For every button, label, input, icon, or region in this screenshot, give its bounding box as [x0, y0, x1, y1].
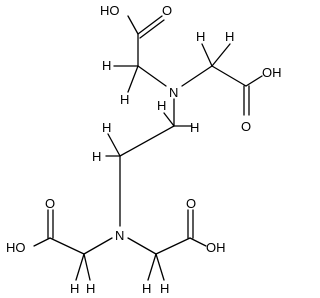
structure-canvas: HO O H H N H H OH O H H H H N HO O H H O… [6, 3, 282, 296]
bond-ch2-h [163, 112, 175, 127]
bond-ch2-h [201, 43, 213, 67]
atom-label-o: O [186, 196, 196, 211]
bond-ch2-n [137, 65, 167, 87]
bond-ch2-h [155, 253, 165, 281]
bond-c-oh [127, 15, 139, 35]
bond-c-oh [189, 237, 207, 247]
atom-label-h: H [92, 149, 101, 164]
bond-c-oh [33, 237, 51, 247]
bond-ch2-h [107, 133, 121, 157]
atom-label-h: H [142, 281, 151, 296]
molecule-diagram: HO O H H N H H OH O H H H H N HO O H H O… [6, 3, 282, 296]
atom-label-oh: OH [206, 240, 226, 255]
bond-n-ch2 [181, 65, 213, 87]
atom-label-h: H [120, 92, 129, 107]
atom-label-o: O [162, 3, 172, 18]
atom-label-o: O [241, 119, 251, 134]
bonds [33, 15, 263, 281]
bond-n-ch2 [83, 237, 113, 255]
atom-label-oh: HO [100, 3, 120, 18]
atom-label-h: H [102, 58, 111, 73]
bond-ch2-c [49, 237, 85, 255]
atom-label-oh: OH [262, 65, 282, 80]
bond-ch2-c [155, 237, 191, 255]
atom-label-h: H [190, 120, 199, 135]
atom-label-h: H [102, 120, 111, 135]
bond-ch2-c [211, 65, 247, 87]
atom-label-h: H [157, 98, 166, 113]
bond-ch2-h [211, 43, 231, 67]
bond-ch2-h [83, 253, 91, 281]
bond-c-o-double-b [139, 19, 165, 39]
atom-label-h: H [225, 29, 234, 44]
atom-label-n: N [169, 85, 178, 100]
atom-label-oh: HO [6, 240, 26, 255]
atom-label-o: O [45, 196, 55, 211]
bond-ch2-h [147, 253, 157, 281]
atom-label-h: H [86, 281, 95, 296]
atom-label-h: H [196, 29, 205, 44]
bond-c-o-double-a [137, 15, 163, 35]
bond-ch2-h [75, 253, 85, 281]
bond-ch2-h [127, 65, 139, 93]
bond-ch2-ch2 [119, 125, 175, 157]
bond-c-oh [245, 75, 263, 87]
atom-label-h: H [70, 281, 79, 296]
atom-label-n: N [115, 228, 124, 243]
atom-labels: HO O H H N H H OH O H H H H N HO O H H O… [6, 3, 282, 296]
bond-n-ch2 [127, 237, 157, 255]
atom-label-h: H [160, 281, 169, 296]
